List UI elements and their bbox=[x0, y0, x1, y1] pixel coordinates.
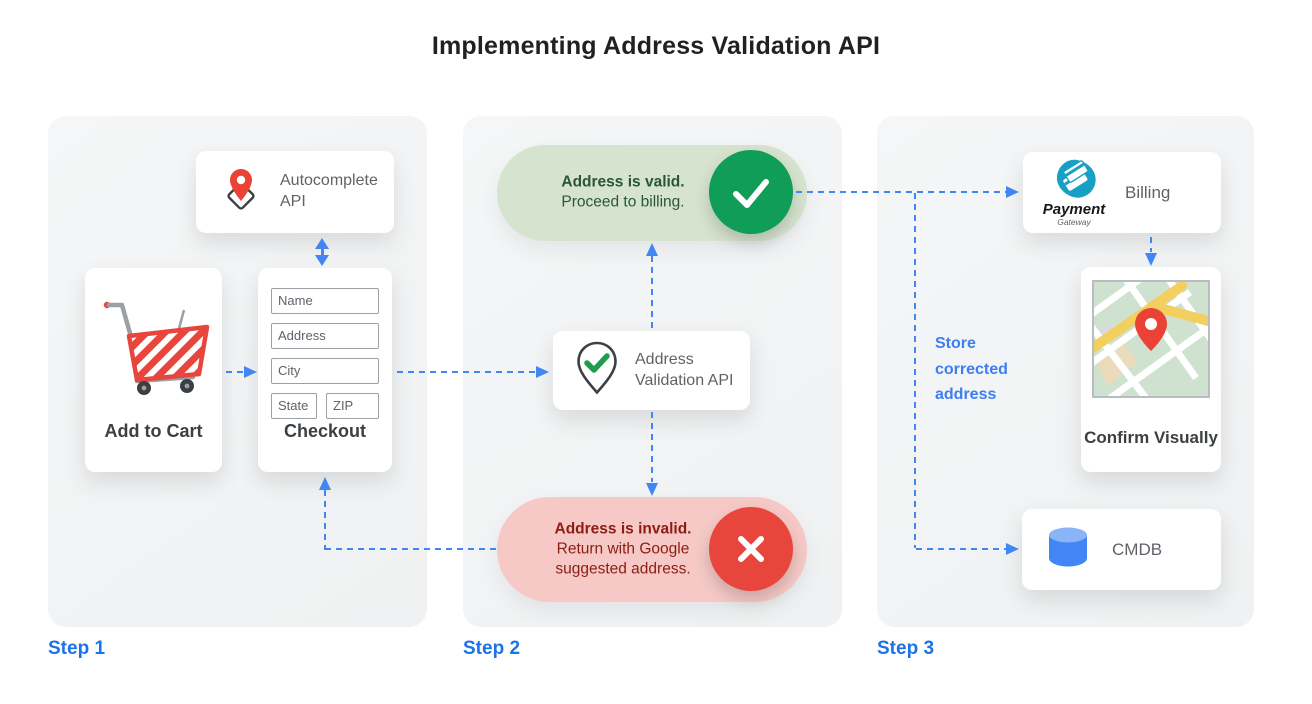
autocomplete-api-card: Autocomplete API bbox=[196, 151, 394, 233]
x-circle-icon bbox=[709, 507, 793, 591]
arrow-invalid-checkout-hline bbox=[325, 548, 497, 550]
checkout-field-zip: ZIP bbox=[326, 393, 379, 419]
address-validation-api-label: Address Validation API bbox=[635, 350, 734, 389]
address-validation-api-card: Address Validation API bbox=[553, 331, 750, 410]
arrow-autocomplete-checkout bbox=[315, 238, 329, 266]
billing-card: Payment Gateway Billing bbox=[1023, 152, 1221, 233]
checkout-field-name: Name bbox=[271, 288, 379, 314]
check-circle-icon bbox=[709, 150, 793, 234]
confirm-visually-card: Confirm Visually bbox=[1081, 267, 1221, 472]
arrow-validation-valid-line bbox=[651, 256, 653, 330]
arrow-valid-billing-line bbox=[796, 191, 1006, 193]
store-corrected-address-note: Store corrected address bbox=[935, 335, 1008, 404]
payment-logo-title: Payment bbox=[1042, 201, 1106, 219]
arrow-cart-checkout-line bbox=[226, 371, 246, 373]
address-valid-pill: Address is valid. Proceed to billing. bbox=[497, 145, 807, 241]
arrow-checkout-validation-head bbox=[536, 366, 549, 378]
valid-title: Address is valid. bbox=[561, 173, 685, 191]
checkout-field-city: City bbox=[271, 358, 379, 384]
map-thumbnail bbox=[1092, 280, 1210, 398]
arrow-cart-checkout-head bbox=[244, 366, 257, 378]
map-pin-diamond-icon bbox=[216, 165, 266, 220]
arrow-store-cmdb-head bbox=[1006, 543, 1019, 555]
arrow-invalid-checkout-vline bbox=[324, 490, 326, 550]
arrow-validation-invalid-head bbox=[646, 483, 658, 496]
arrow-valid-billing-head bbox=[1006, 186, 1019, 198]
cmdb-card: CMDB bbox=[1022, 509, 1221, 590]
database-icon bbox=[1044, 524, 1092, 575]
cmdb-label: CMDB bbox=[1112, 539, 1163, 559]
payment-logo-subtitle: Gateway bbox=[1057, 217, 1091, 228]
checkout-field-address: Address bbox=[271, 323, 379, 349]
invalid-subtitle: Return with Google suggested address. bbox=[555, 540, 691, 578]
checkout-card: Name Address City State ZIP Checkout bbox=[258, 268, 392, 472]
valid-subtitle: Proceed to billing. bbox=[561, 194, 685, 211]
arrow-billing-confirm-head bbox=[1145, 253, 1157, 266]
add-to-cart-label: Add to Cart bbox=[104, 421, 203, 441]
arrow-validation-invalid-line bbox=[651, 412, 653, 482]
arrow-validation-valid-head bbox=[646, 243, 658, 256]
add-to-cart-card: Add to Cart bbox=[85, 268, 222, 472]
payment-gateway-icon: Payment Gateway bbox=[1039, 158, 1109, 227]
arrow-billing-confirm-line bbox=[1150, 237, 1152, 252]
step3-label: Step 3 bbox=[877, 638, 935, 659]
invalid-title: Address is invalid. bbox=[554, 519, 692, 537]
arrow-checkout-validation-line bbox=[397, 371, 535, 373]
address-invalid-pill: Address is invalid. Return with Google s… bbox=[497, 497, 807, 602]
step2-label: Step 2 bbox=[463, 638, 521, 659]
checkout-field-state: State bbox=[271, 393, 317, 419]
confirm-visually-label: Confirm Visually bbox=[1084, 428, 1218, 448]
autocomplete-api-label: Autocomplete API bbox=[280, 172, 378, 210]
arrow-store-cmdb-line bbox=[916, 548, 1006, 550]
arrow-store-vertical-line bbox=[914, 193, 916, 548]
step1-label: Step 1 bbox=[48, 638, 106, 659]
arrow-invalid-checkout-head bbox=[319, 477, 331, 490]
checkout-label: Checkout bbox=[283, 421, 366, 441]
pin-check-icon bbox=[575, 340, 619, 401]
page-title: Implementing Address Validation API bbox=[431, 32, 881, 60]
billing-label: Billing bbox=[1125, 182, 1171, 202]
